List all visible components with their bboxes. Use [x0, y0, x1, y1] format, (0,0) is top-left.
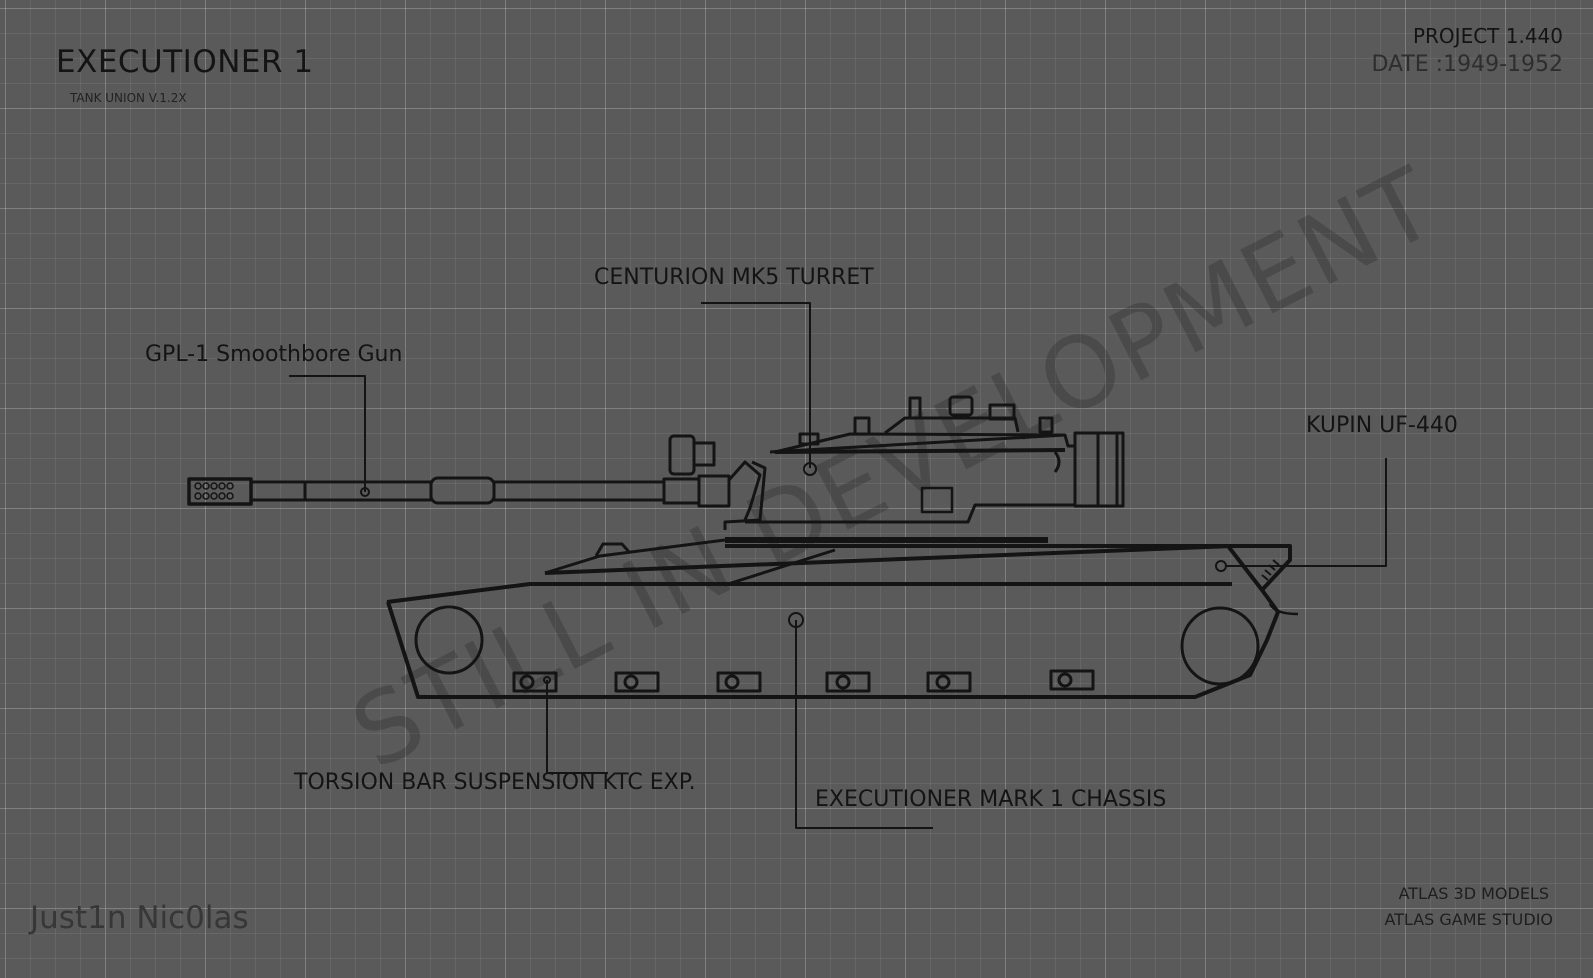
- leader-chassis-dot: [788, 612, 804, 628]
- suspension-units: [512, 669, 1095, 693]
- label-suspension: TORSION BAR SUSPENSION KTC EXP.: [294, 770, 696, 795]
- fume-extractor: [429, 476, 496, 505]
- leader-engine-dot: [1215, 560, 1227, 572]
- muzzle-holes: [194, 482, 234, 500]
- author-signature: Just1n Nic0las: [30, 900, 249, 936]
- hull: [386, 537, 1299, 699]
- drive-sprocket: [1180, 606, 1260, 686]
- leader-turret-dot: [803, 462, 817, 476]
- leader-turret: [701, 302, 811, 468]
- idler-wheel: [414, 605, 484, 675]
- studio-line-1: ATLAS 3D MODELS: [1398, 884, 1549, 903]
- leader-gun-dot: [360, 487, 370, 497]
- leader-gun: [289, 375, 366, 492]
- leader-suspension: [546, 680, 608, 774]
- leader-engine: [1227, 458, 1387, 567]
- drawing-title: EXECUTIONER 1: [56, 44, 314, 80]
- label-engine: KUPIN UF-440: [1306, 413, 1458, 438]
- label-gun: GPL-1 Smoothbore Gun: [145, 342, 403, 367]
- project-date: DATE :1949-1952: [1371, 52, 1563, 77]
- drawing-subtitle: TANK UNION V.1.2X: [70, 91, 187, 105]
- gun: [187, 434, 731, 508]
- leader-suspension-dot: [543, 676, 551, 684]
- studio-line-2: ATLAS GAME STUDIO: [1384, 910, 1553, 929]
- engine-grille: [1261, 559, 1280, 581]
- label-turret: CENTURION MK5 TURRET: [594, 265, 874, 290]
- project-number: PROJECT 1.440: [1412, 24, 1563, 48]
- label-chassis: EXECUTIONER MARK 1 CHASSIS: [815, 787, 1167, 812]
- turret: [723, 395, 1125, 530]
- leader-chassis: [795, 620, 933, 829]
- leader-lines: [289, 302, 1387, 829]
